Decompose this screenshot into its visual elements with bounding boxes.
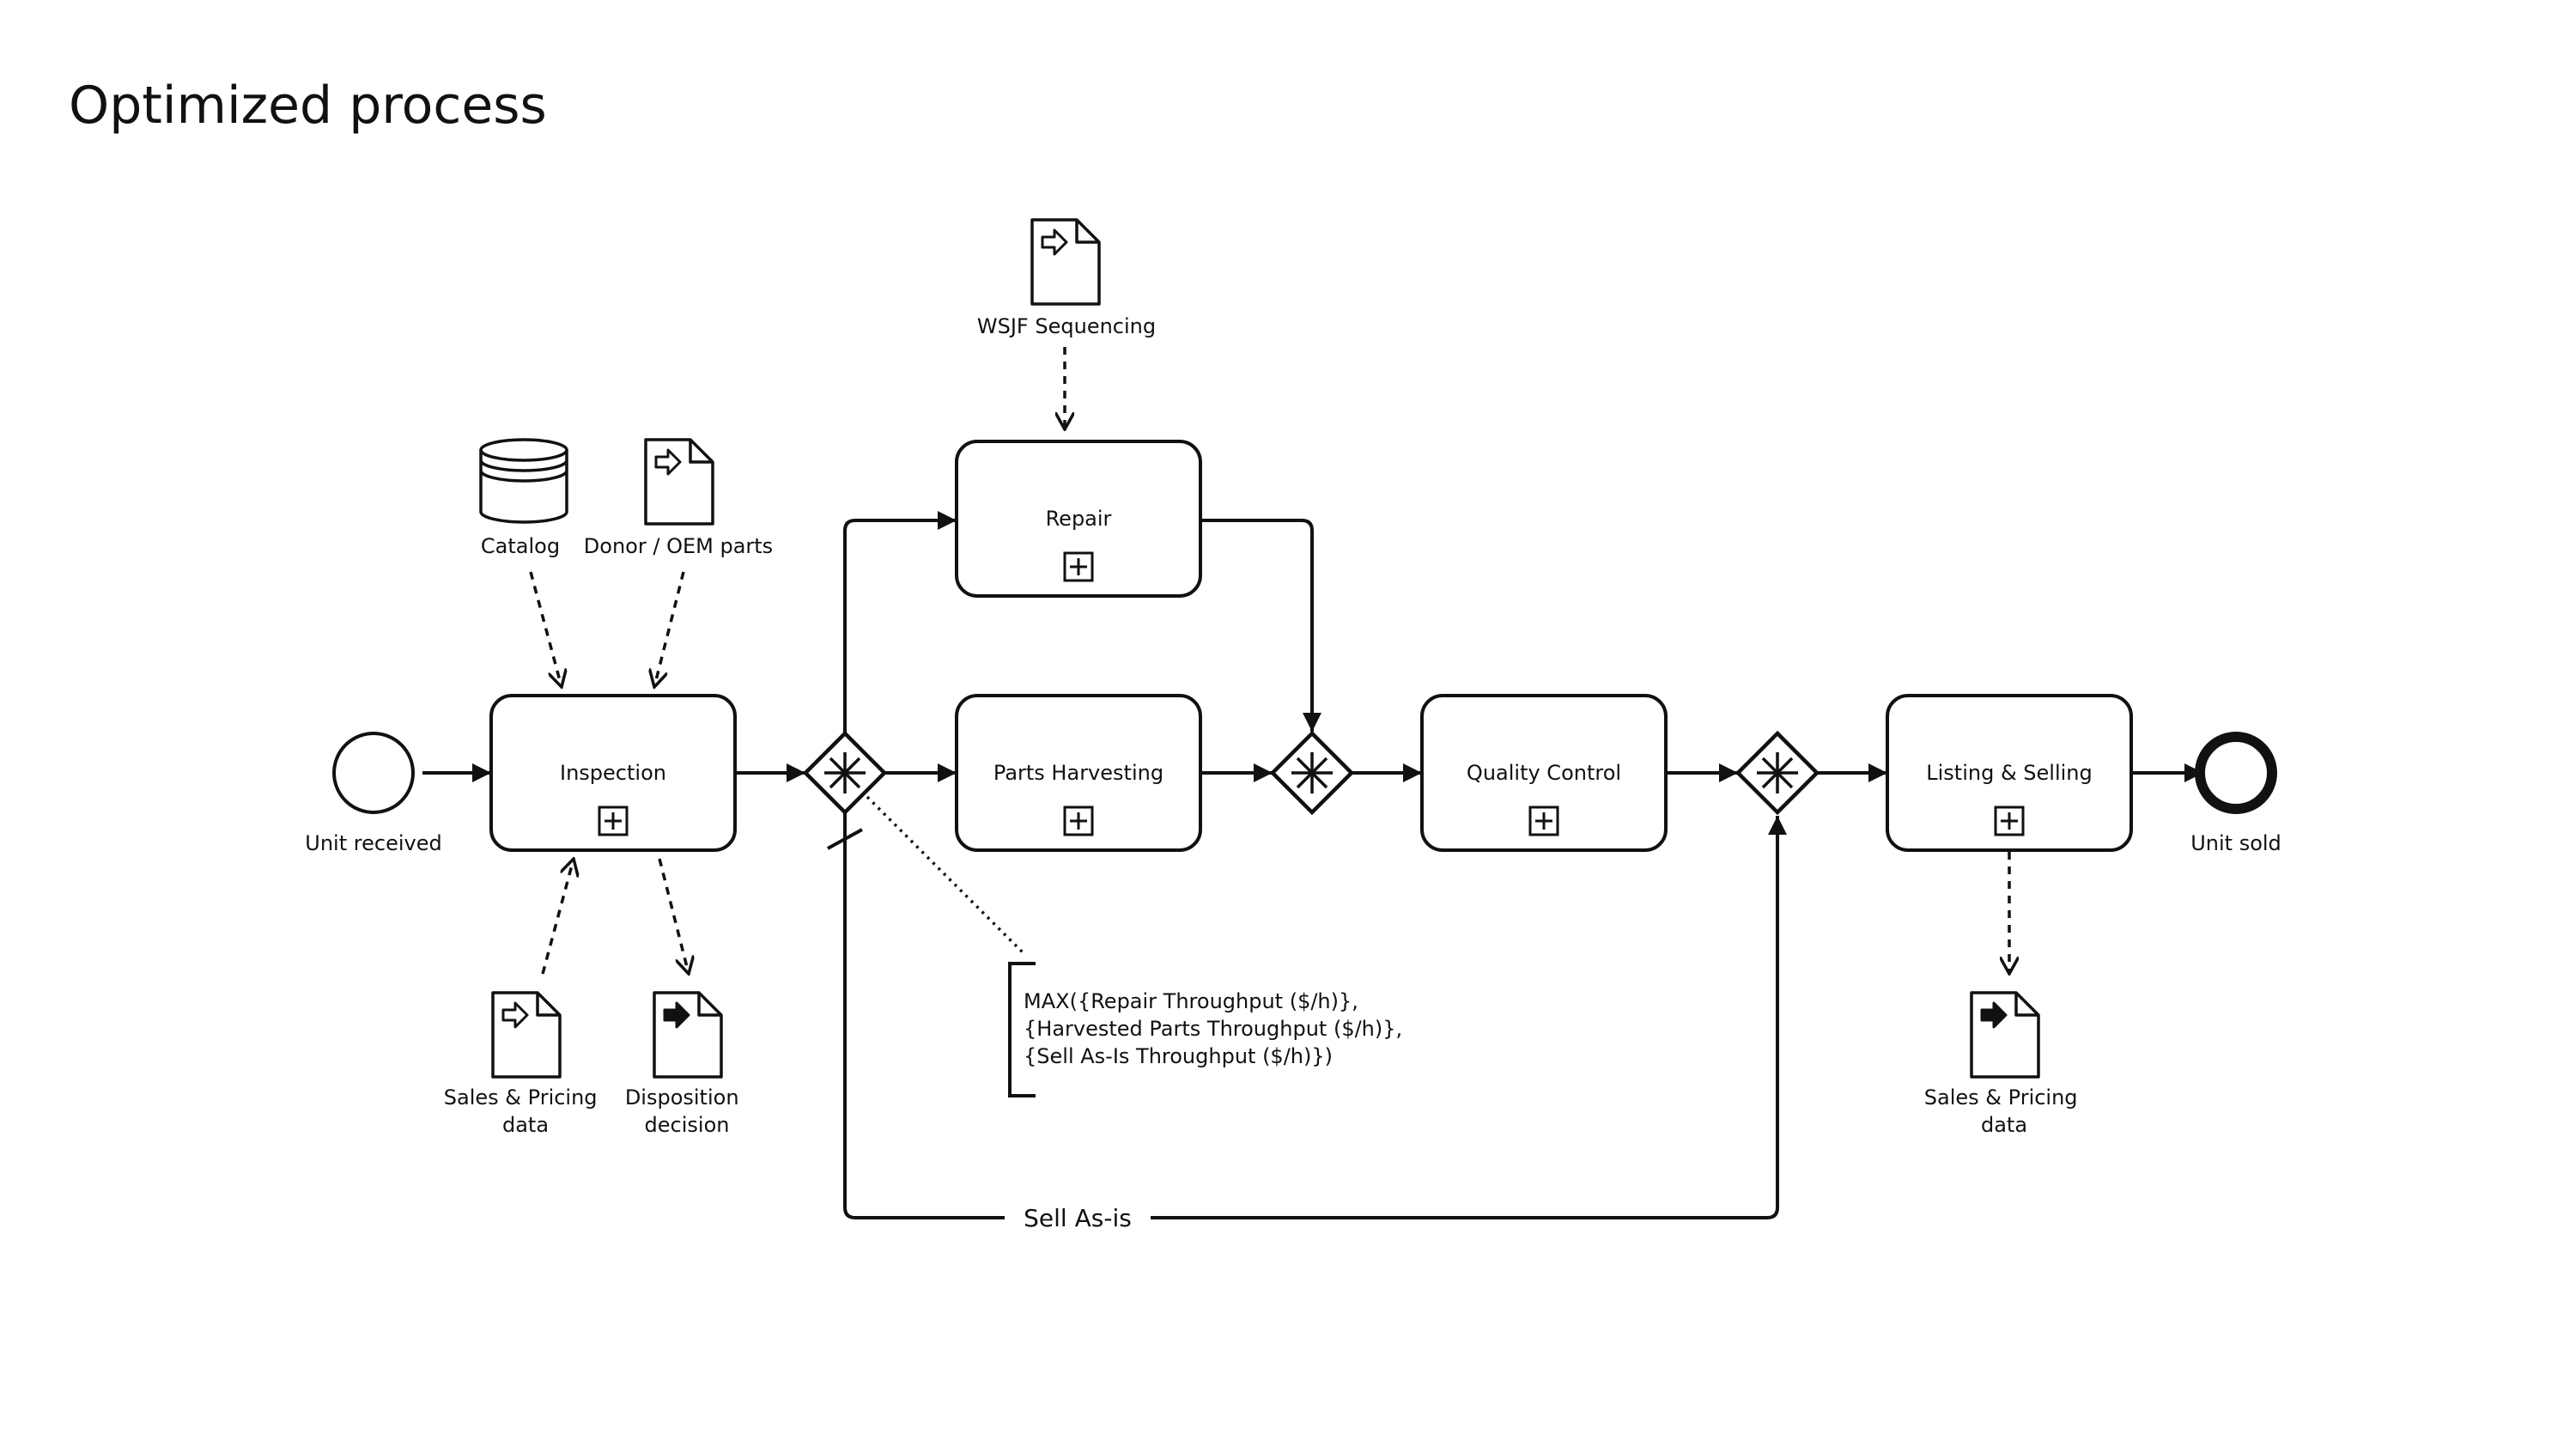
disposition-decision-line-1: Disposition [625, 1085, 739, 1110]
subprocess-plus-icon[interactable] [1994, 806, 2025, 836]
assoc-catalog-to-inspection [529, 571, 562, 687]
sales-pricing-output-line-1: Sales & Pricing [1924, 1085, 2078, 1110]
annotation-text: MAX({Repair Throughput ($/h)}, {Harveste… [1024, 989, 1409, 1068]
sales-pricing-output-line-2: data [1981, 1113, 2027, 1137]
task-repair[interactable]: Repair [955, 440, 1202, 598]
subprocess-plus-icon[interactable] [1528, 806, 1559, 836]
default-flow-marker [827, 828, 863, 850]
sales-pricing-output-label: Sales & Pricing data [1924, 1085, 2084, 1137]
assoc-sales-data-to-inspection [541, 859, 574, 975]
sell-as-is-label: Sell As-is [1024, 1204, 1132, 1232]
start-event-label: Unit received [305, 831, 441, 855]
task-quality-control-label: Quality Control [1467, 761, 1621, 785]
data-input-icon[interactable] [491, 991, 562, 1079]
complex-gateway-join-icon[interactable] [1273, 733, 1352, 812]
data-output-icon[interactable] [1970, 991, 2040, 1079]
complex-gateway-split-icon[interactable] [805, 733, 884, 812]
data-associations [529, 347, 2009, 975]
assoc-inspection-to-disposition [658, 858, 689, 974]
task-inspection[interactable]: Inspection [489, 694, 737, 852]
end-event-label: Unit sold [2190, 831, 2281, 855]
sequence-flows [422, 511, 2203, 1219]
wsjf-sequencing-label: WSJF Sequencing [977, 314, 1156, 338]
sales-pricing-input-label: Sales & Pricing data [444, 1085, 604, 1137]
annotation-line-1: MAX({Repair Throughput ($/h)}, [1024, 989, 1358, 1013]
disposition-decision-line-2: decision [645, 1113, 730, 1137]
flow-sell-as-is [843, 812, 1777, 1219]
task-listing-selling[interactable]: Listing & Selling [1886, 694, 2133, 852]
datastore-icon[interactable] [479, 438, 568, 524]
data-input-icon[interactable] [1030, 218, 1101, 306]
donor-oem-parts-label: Donor / OEM parts [584, 534, 773, 558]
task-parts-harvesting-label: Parts Harvesting [993, 761, 1163, 785]
data-input-icon[interactable] [644, 438, 714, 526]
task-parts-harvesting[interactable]: Parts Harvesting [955, 694, 1202, 852]
disposition-decision-label: Disposition decision [625, 1085, 745, 1137]
subprocess-plus-icon[interactable] [1063, 806, 1094, 836]
complex-gateway-merge-icon[interactable] [1738, 733, 1817, 812]
annotation-association [866, 795, 1025, 955]
data-output-icon[interactable] [653, 991, 723, 1079]
sales-pricing-input-line-2: data [502, 1113, 549, 1137]
annotation-line-3: {Sell As-Is Throughput ($/h)}) [1024, 1044, 1333, 1068]
subprocess-plus-icon[interactable] [1063, 551, 1094, 582]
sales-pricing-input-line-1: Sales & Pricing [444, 1085, 598, 1110]
task-repair-label: Repair [1046, 507, 1112, 531]
annotation-line-2: {Harvested Parts Throughput ($/h)}, [1024, 1017, 1402, 1041]
text-annotation[interactable]: MAX({Repair Throughput ($/h)}, {Harveste… [1008, 962, 1409, 1097]
page-title: Optimized process [69, 76, 547, 136]
start-event[interactable] [332, 732, 415, 814]
assoc-donor-to-inspection [654, 571, 685, 687]
catalog-label: Catalog [481, 534, 560, 558]
end-event[interactable] [2195, 732, 2277, 814]
task-listing-selling-label: Listing & Selling [1926, 761, 2093, 785]
subprocess-plus-icon[interactable] [598, 806, 629, 836]
flow-gateway-to-repair [843, 511, 957, 733]
task-inspection-label: Inspection [560, 761, 666, 785]
flow-repair-to-join [1200, 519, 1321, 732]
task-quality-control[interactable]: Quality Control [1420, 694, 1668, 852]
